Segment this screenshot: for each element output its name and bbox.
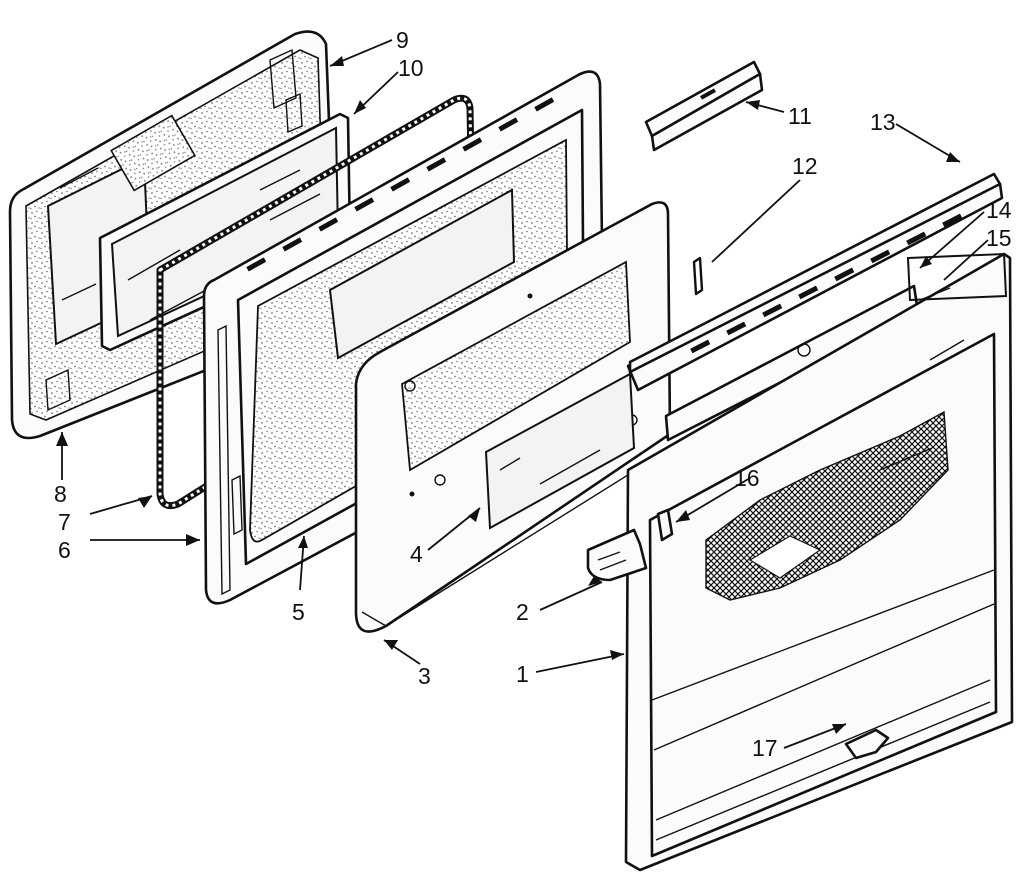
callout-11: 11 [788, 103, 812, 129]
callout-3: 3 [418, 663, 431, 689]
part-16-hinge-receptacle [656, 508, 674, 542]
part-4-window-glass [484, 372, 636, 530]
frame-6-slots [246, 97, 555, 272]
callout-15: 15 [986, 225, 1012, 251]
part-17-handle-clip [844, 728, 890, 760]
callout-7: 7 [58, 509, 71, 535]
trim-13-slots [690, 213, 963, 354]
callout-4: 4 [410, 541, 423, 567]
callout-2: 2 [516, 599, 529, 625]
part-2-door-hinge [586, 528, 648, 582]
callout-8: 8 [54, 481, 67, 507]
part-3-door-inner-panel [354, 201, 672, 633]
callout-12: 12 [792, 153, 818, 179]
callout-9: 9 [396, 27, 409, 53]
callout-13: 13 [870, 109, 896, 135]
callout-16: 16 [734, 465, 760, 491]
callout-10: 10 [398, 55, 424, 81]
part-13-door-top-trim [626, 172, 1004, 392]
part-12-clip [692, 256, 704, 296]
callout-1: 1 [516, 661, 529, 687]
callout-5: 5 [292, 599, 305, 625]
callout-17: 17 [752, 735, 778, 761]
callout-6: 6 [58, 537, 71, 563]
callout-14: 14 [986, 197, 1012, 223]
callout-labels: 9 10 11 12 13 14 15 16 2 1 17 4 5 3 6 7 … [54, 27, 1012, 761]
part-11-vent-bracket [644, 60, 764, 152]
leader-arrowheads [56, 56, 960, 734]
